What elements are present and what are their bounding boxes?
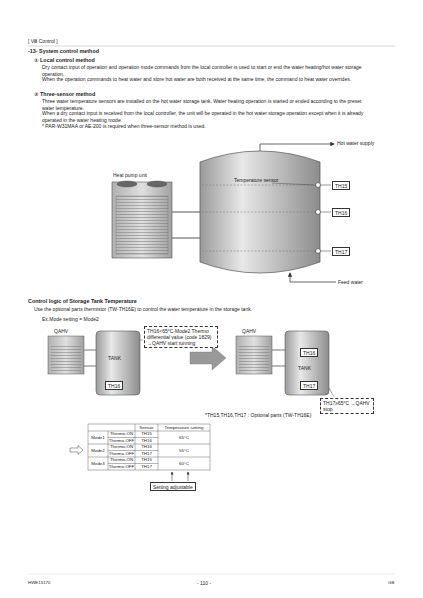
sensor-box: TH16 <box>332 208 350 217</box>
part-name: Temperature sensor <box>234 177 278 184</box>
table-cell: Mode2 <box>88 448 108 454</box>
table-cell: Thermo-ON <box>108 457 135 463</box>
qahv-unit <box>48 336 84 374</box>
table-cell: 65°C <box>158 435 210 441</box>
note: * PAR-W31MAA or AE-200 is required when … <box>42 123 206 130</box>
table-cell: Mode1 <box>88 435 108 441</box>
mode-table <box>88 424 210 470</box>
table-cell: Mode3 <box>88 461 108 467</box>
pipe-label: Feed water <box>338 279 363 286</box>
box-text: TH16 <box>303 350 315 356</box>
sensor-box: TH16 <box>300 348 318 357</box>
page-number: - 110 - <box>197 580 211 587</box>
box-text: TH16 <box>108 383 120 389</box>
paragraph: When a dry contact input is received fro… <box>42 110 372 123</box>
box-text: TH17 <box>335 249 347 255</box>
transition-arrow <box>190 346 226 370</box>
table-cell: Thermo-ON <box>108 431 135 437</box>
table-cell: TH17 <box>135 464 158 470</box>
paragraph: Use the optional parts thermistor (TW-TH… <box>34 306 252 313</box>
note-box: Setting adjustable <box>150 482 196 491</box>
box-text: TH17≥65°C →QAHV stop <box>323 400 371 413</box>
subheading: ② Three-sensor method <box>34 91 95 98</box>
tank-name: TANK <box>298 365 311 372</box>
table-cell: 55°C <box>158 448 210 454</box>
note: Ex.Mode setting = Mode2 <box>42 316 99 323</box>
selected-arrow <box>70 446 83 455</box>
chapter-header: [ Ⅷ Control ] <box>28 38 58 45</box>
paragraph: Dry contact input of operation and opera… <box>42 64 372 77</box>
callout-box: TH17≥65°C →QAHV stop <box>320 398 374 414</box>
heat-pump-unit <box>112 181 172 258</box>
table-header: Temperature setting <box>158 425 210 431</box>
table-cell: TH17 <box>135 451 158 457</box>
qahv-unit <box>236 336 272 374</box>
table-cell: Thermo-OFF <box>108 438 135 444</box>
table-cell: 60°C <box>158 461 210 467</box>
box-text: TH15 <box>335 183 347 189</box>
sensor-box: TH16 <box>105 381 123 390</box>
table-cell: TH16 <box>135 444 158 450</box>
table-header: Sensor <box>135 425 158 431</box>
footer-lang: GB <box>388 580 394 586</box>
box-text: TH16 <box>335 210 347 216</box>
tank <box>285 331 329 395</box>
table-cell: Thermo-OFF <box>108 451 135 457</box>
section-title: -13- System control method <box>28 48 99 55</box>
part-name: Heat pump unit <box>113 172 147 179</box>
footer-code: HWE15170 <box>28 580 50 586</box>
table-cell: Thermo-OFF <box>108 464 135 470</box>
callout-box: TH16<65°C-Mode2 Thermo differential valu… <box>144 326 218 348</box>
subheading: ① Local control method <box>34 57 95 64</box>
unit-name: QAHV <box>242 328 256 335</box>
table-cell: TH16 <box>135 438 158 444</box>
table-cell: TH15 <box>135 457 158 463</box>
box-text: TH17 <box>303 383 315 389</box>
paragraph: When the operation commands to heat wate… <box>42 76 372 83</box>
note: *TH15,TH16,TH17 : Optional parts (TW-TH1… <box>205 412 311 419</box>
pipe-label: Hot water supply <box>337 140 374 147</box>
box-text: TH16<65°C-Mode2 Thermo differential valu… <box>147 328 215 347</box>
paragraph: Three water temperature sensors are inst… <box>42 98 372 111</box>
sensor-box: TH17 <box>300 381 318 390</box>
box-text: Setting adjustable <box>153 484 193 490</box>
unit-name: QAHV <box>54 328 68 335</box>
table-cell: TH15 <box>135 431 158 437</box>
sensor-box: TH15 <box>332 181 350 190</box>
storage-tank <box>200 151 320 273</box>
table-cell: Thermo-ON <box>108 444 135 450</box>
tank-name: TANK <box>108 355 121 362</box>
subheading: Control logic of Storage Tank Temperatur… <box>28 298 137 305</box>
tank <box>96 331 140 395</box>
sensor-box: TH17 <box>332 247 350 256</box>
